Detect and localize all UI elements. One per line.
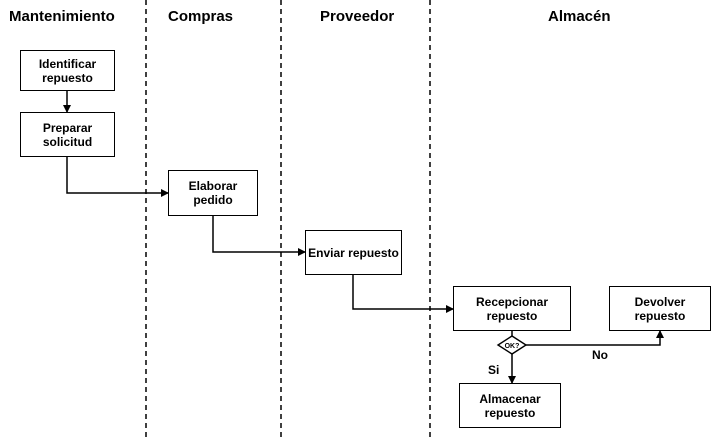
step-elaborar-pedido: Elaborar pedido <box>168 170 258 216</box>
decision-label: OK? <box>505 343 520 350</box>
lane-title-almacen: Almacén <box>548 8 611 25</box>
branch-label-no: No <box>592 348 608 362</box>
arrow-preparar-elaborar <box>66 157 169 197</box>
decision-diamond <box>496 335 528 355</box>
step-almacenar-repuesto: Almacenar repuesto <box>459 383 561 428</box>
step-identificar-repuesto: Identificar repuesto <box>20 50 115 91</box>
lane-title-proveedor: Proveedor <box>320 8 395 25</box>
lane-title-compras: Compras <box>168 8 234 25</box>
step-enviar-repuesto: Enviar repuesto <box>305 230 402 275</box>
step-devolver-repuesto: Devolver repuesto <box>609 286 711 331</box>
step-preparar-solicitud: Preparar solicitud <box>20 112 115 157</box>
arrow-decision-devolver <box>526 330 664 346</box>
branch-label-si: Si <box>488 363 500 377</box>
lane-title-mantenimiento: Mantenimiento <box>9 8 115 25</box>
step-recepcionar-repuesto: Recepcionar repuesto <box>453 286 571 331</box>
arrow-elaborar-enviar <box>212 216 306 256</box>
arrow-enviar-recepcionar <box>352 275 454 313</box>
